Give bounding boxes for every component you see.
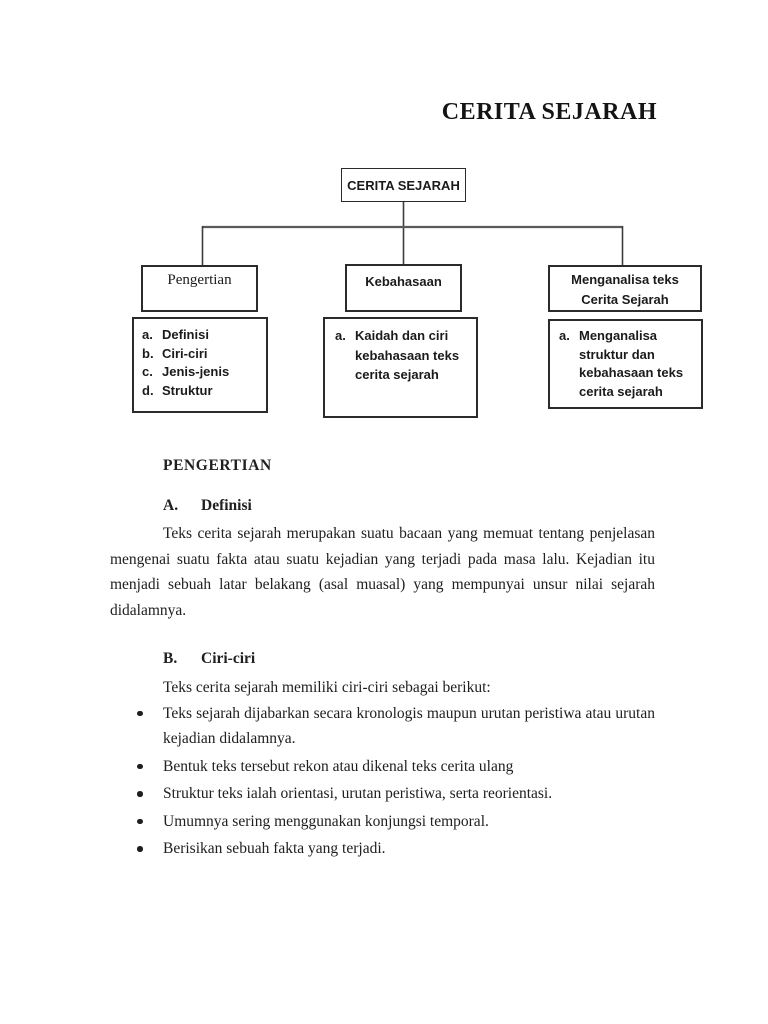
item-marker: a. <box>559 328 570 343</box>
item-marker: d. <box>142 382 154 398</box>
list-item: a. Definisi <box>142 326 262 345</box>
bullet-text: Bentuk teks tersebut rekon atau dikenal … <box>163 757 514 775</box>
diagram-node-pengertian-label: Pengertian <box>167 272 232 288</box>
item-text: Kaidah dan ciri kebahasaan teks cerita s… <box>355 326 472 385</box>
page-title: CERITA SEJARAH <box>441 99 657 125</box>
diagram-node-menganalisa-label-line2: Cerita Sejarah <box>581 292 669 307</box>
bullet-text: Teks sejarah dijabarkan secara kronologi… <box>163 704 655 748</box>
section-heading-pengertian: PENGERTIAN <box>163 457 272 474</box>
list-item: a. Menganalisa struktur dan kebahasaan t… <box>559 327 697 401</box>
diagram-list-pengertian: a. Definisi b. Ciri-ciri c. Jenis-jenis … <box>132 317 268 413</box>
bullet-dot <box>137 846 143 852</box>
item-text: Menganalisa struktur dan kebahasaan teks… <box>579 327 697 401</box>
connector-lines <box>201 202 624 265</box>
diagram-list-menganalisa: a. Menganalisa struktur dan kebahasaan t… <box>548 319 703 409</box>
subsection-b-heading: B. Ciri-ciri <box>163 650 655 667</box>
diagram-node-kebahasaan: Kebahasaan <box>345 264 462 312</box>
list-item: c. Jenis-jenis <box>142 363 262 382</box>
item-text: Jenis-jenis <box>162 364 230 379</box>
diagram-root-label: CERITA SEJARAH <box>347 177 460 193</box>
item-line: cerita sejarah <box>579 383 663 399</box>
bullet-item: Struktur teks ialah orientasi, urutan pe… <box>110 781 655 807</box>
bullet-item: Berisikan sebuah fakta yang terjadi. <box>110 836 655 862</box>
list-item: b. Ciri-ciri <box>142 345 262 364</box>
item-marker: a. <box>142 327 153 342</box>
bullet-dot <box>137 818 143 824</box>
bullet-dot <box>137 791 143 797</box>
bullet-item: Teks sejarah dijabarkan secara kronologi… <box>110 701 655 752</box>
diagram-list-kebahasaan: a. Kaidah dan ciri kebahasaan teks cerit… <box>323 317 478 418</box>
bullet-dot <box>137 763 143 769</box>
item-line: kebahasaan teks <box>579 365 684 380</box>
item-line: Menganalisa <box>579 328 658 343</box>
item-text: Struktur <box>162 382 213 398</box>
bullet-dot <box>137 710 143 716</box>
ciri-ciri-intro: Teks cerita sejarah memiliki ciri-ciri s… <box>163 679 491 696</box>
heading-title: Definisi <box>201 497 252 514</box>
bullet-item: Umumnya sering menggunakan konjungsi tem… <box>110 809 655 835</box>
item-line: Kaidah dan ciri <box>355 328 449 343</box>
bullet-item: Bentuk teks tersebut rekon atau dikenal … <box>110 754 655 780</box>
diagram-node-pengertian: Pengertian <box>141 265 258 312</box>
item-text: Definisi <box>162 327 209 342</box>
item-marker: a. <box>335 328 346 343</box>
list-item: d. Struktur <box>142 382 262 401</box>
item-marker: b. <box>142 345 154 361</box>
item-text: Ciri-ciri <box>162 345 208 361</box>
diagram-root-node: CERITA SEJARAH <box>341 168 466 202</box>
item-line: struktur dan <box>579 346 655 362</box>
bullet-text: Berisikan sebuah fakta yang terjadi. <box>163 840 386 857</box>
item-marker: c. <box>142 364 153 379</box>
heading-marker: A. <box>163 497 179 514</box>
heading-title: Ciri-ciri <box>201 650 256 667</box>
definition-paragraph: Teks cerita sejarah merupakan suatu baca… <box>110 525 655 619</box>
item-line: kebahasaan teks <box>355 347 460 363</box>
bullet-text: Umumnya sering menggunakan konjungsi tem… <box>163 812 489 830</box>
ciri-ciri-bullet-list: Teks sejarah dijabarkan secara kronologi… <box>110 701 655 862</box>
content-section: PENGERTIAN A. Definisi Teks cerita sejar… <box>110 457 655 864</box>
diagram-node-menganalisa-label-line1: Menganalisa teks <box>571 272 679 287</box>
diagram-node-kebahasaan-label: Kebahasaan <box>365 274 442 289</box>
subsection-a-heading: A. Definisi <box>163 497 655 514</box>
concept-map-diagram: CERITA SEJARAH Pengertian Kebahasaan Men… <box>0 0 768 430</box>
item-line: cerita sejarah <box>355 367 439 382</box>
list-item: a. Kaidah dan ciri kebahasaan teks cerit… <box>335 326 472 385</box>
diagram-node-menganalisa: Menganalisa teks Cerita Sejarah <box>548 265 702 312</box>
bullet-text: Struktur teks ialah orientasi, urutan pe… <box>163 785 553 802</box>
heading-marker: B. <box>163 650 178 667</box>
